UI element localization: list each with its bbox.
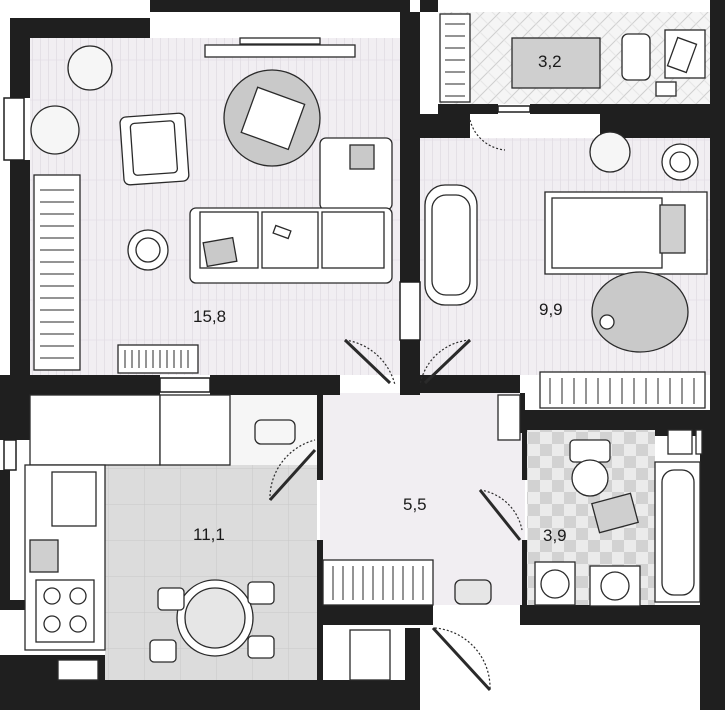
windows — [3, 97, 531, 471]
balcony-shelf-lines — [445, 23, 465, 97]
living-room-furniture — [30, 37, 393, 374]
watermark-brand: Restate — [618, 674, 701, 701]
bathroom-fixtures — [534, 429, 703, 607]
balcony-area: 3,2 — [538, 52, 562, 71]
wardrobe-hangers — [549, 378, 695, 404]
radiator-fins — [40, 189, 189, 368]
kitchen-furniture — [24, 394, 391, 681]
kitchen-area: 11,1 — [193, 525, 225, 544]
hallway-furniture — [322, 394, 521, 606]
hallway-area: 5,5 — [403, 495, 427, 514]
bedroom-area: 9,9 — [539, 300, 563, 319]
door-leaves — [268, 338, 522, 692]
living-room-area: 15,8 — [193, 307, 227, 326]
hallway-hangers — [332, 566, 424, 600]
bathroom-area: 3,9 — [543, 526, 567, 545]
balcony-furniture — [439, 13, 706, 103]
doors — [269, 119, 523, 691]
